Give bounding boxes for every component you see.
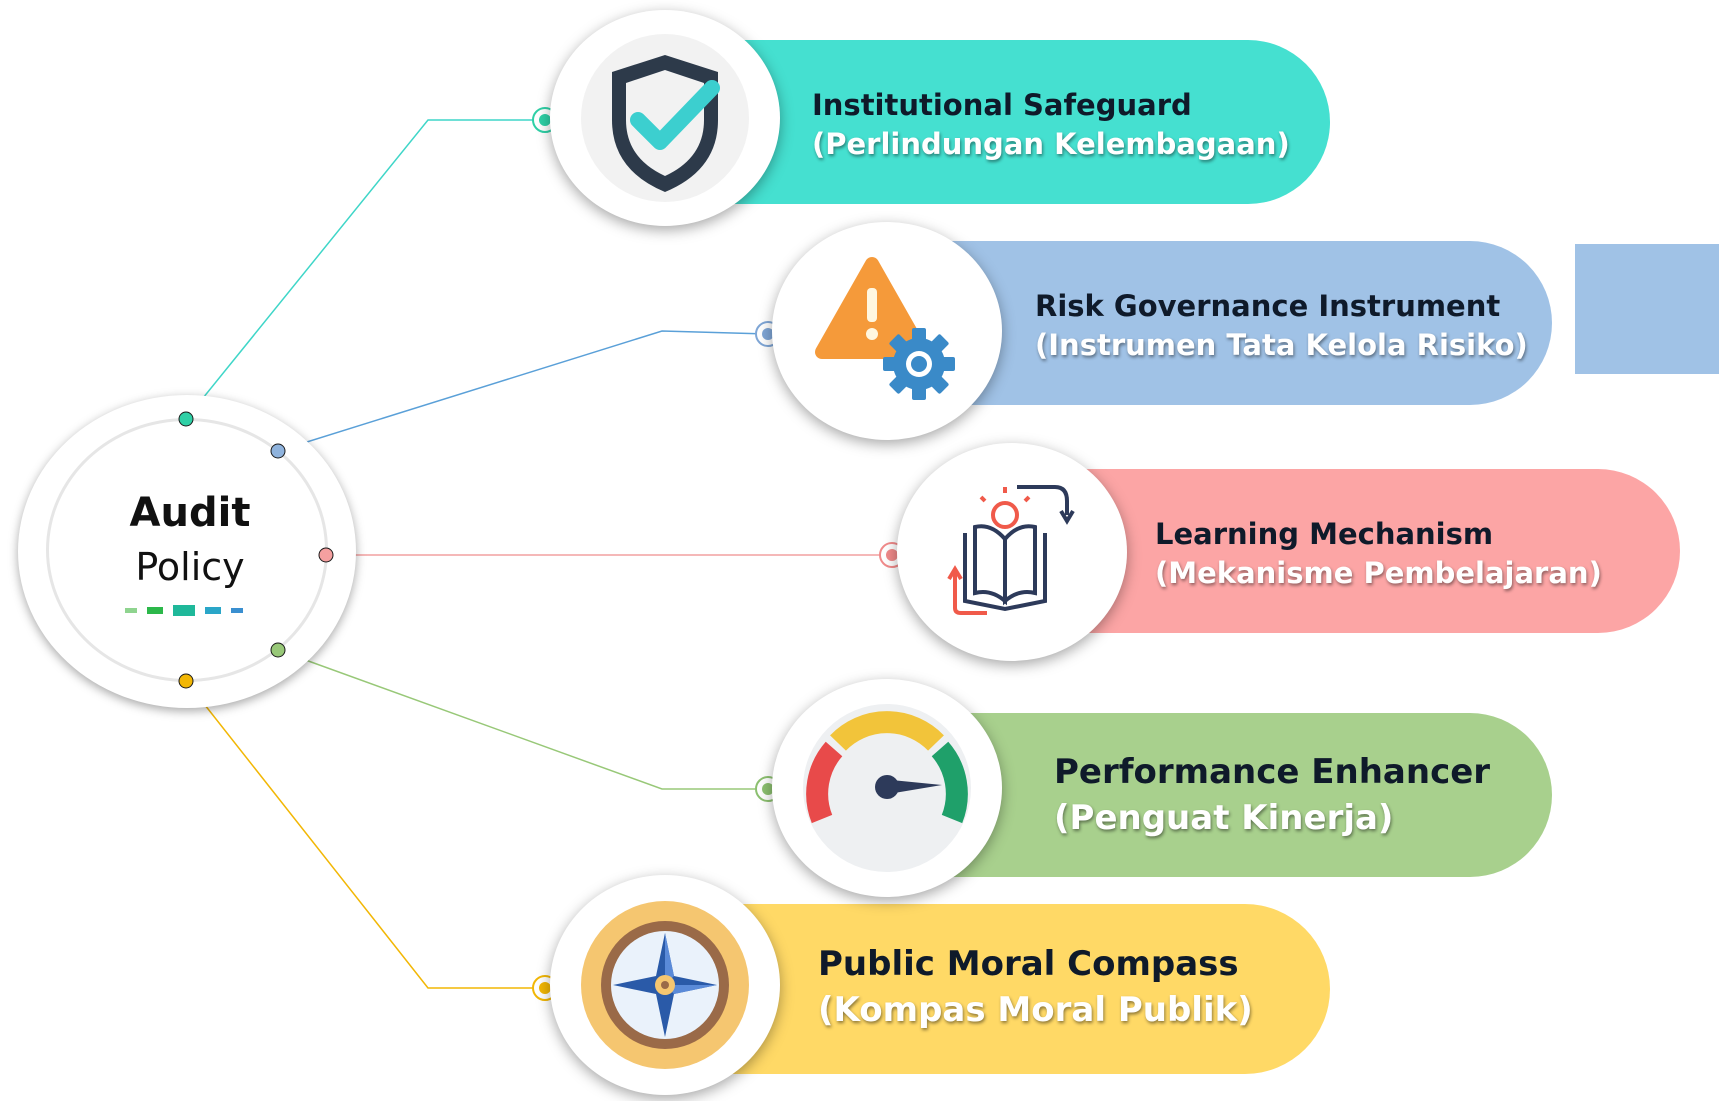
warning-gear-icon <box>815 257 955 400</box>
side-accent-box <box>1575 244 1719 374</box>
item-subtitle-4: (Penguat Kinerja) <box>1054 797 1394 838</box>
item-label-4: Performance Enhancer (Penguat Kinerja) <box>1054 750 1490 842</box>
connector-2 <box>277 330 769 452</box>
hub-dot-4 <box>270 642 286 658</box>
hub-dot-5 <box>178 673 194 689</box>
item-label-1: Institutional Safeguard (Perlindungan Ke… <box>812 86 1290 164</box>
hub-dash-decoration <box>125 605 243 616</box>
item-label-3: Learning Mechanism (Mekanisme Pembelajar… <box>1155 515 1602 593</box>
item-subtitle-5: (Kompas Moral Publik) <box>818 989 1253 1030</box>
gauge-icon <box>803 704 971 872</box>
hub-dot-1 <box>178 411 194 427</box>
icon-circle-1 <box>550 10 780 226</box>
icon-circle-3 <box>897 443 1127 661</box>
item-subtitle-1: (Perlindungan Kelembagaan) <box>812 127 1290 162</box>
item-title-5: Public Moral Compass <box>818 944 1239 984</box>
item-title-3: Learning Mechanism <box>1155 517 1494 551</box>
hub-title: Audit <box>129 490 251 536</box>
hub-dot-3 <box>318 547 334 563</box>
item-label-5: Public Moral Compass (Kompas Moral Publi… <box>818 942 1253 1034</box>
shield-check-icon <box>581 34 749 202</box>
connector-4 <box>277 649 768 790</box>
connector-1 <box>185 119 545 420</box>
item-subtitle-3: (Mekanisme Pembelajaran) <box>1155 556 1602 591</box>
hub-subtitle: Policy <box>135 545 245 589</box>
item-subtitle-2: (Instrumen Tata Kelola Risiko) <box>1035 328 1528 363</box>
item-title-1: Institutional Safeguard <box>812 88 1192 122</box>
book-lightbulb-icon <box>947 485 1075 615</box>
item-label-2: Risk Governance Instrument (Instrumen Ta… <box>1035 287 1528 365</box>
item-title-2: Risk Governance Instrument <box>1035 289 1501 323</box>
compass-icon <box>581 901 749 1069</box>
icon-circle-5 <box>550 875 780 1095</box>
icon-circle-2 <box>772 222 1002 440</box>
connector-5 <box>185 680 545 989</box>
item-title-4: Performance Enhancer <box>1054 752 1491 792</box>
icon-circle-4 <box>772 679 1002 897</box>
hub-dot-2 <box>270 443 286 459</box>
